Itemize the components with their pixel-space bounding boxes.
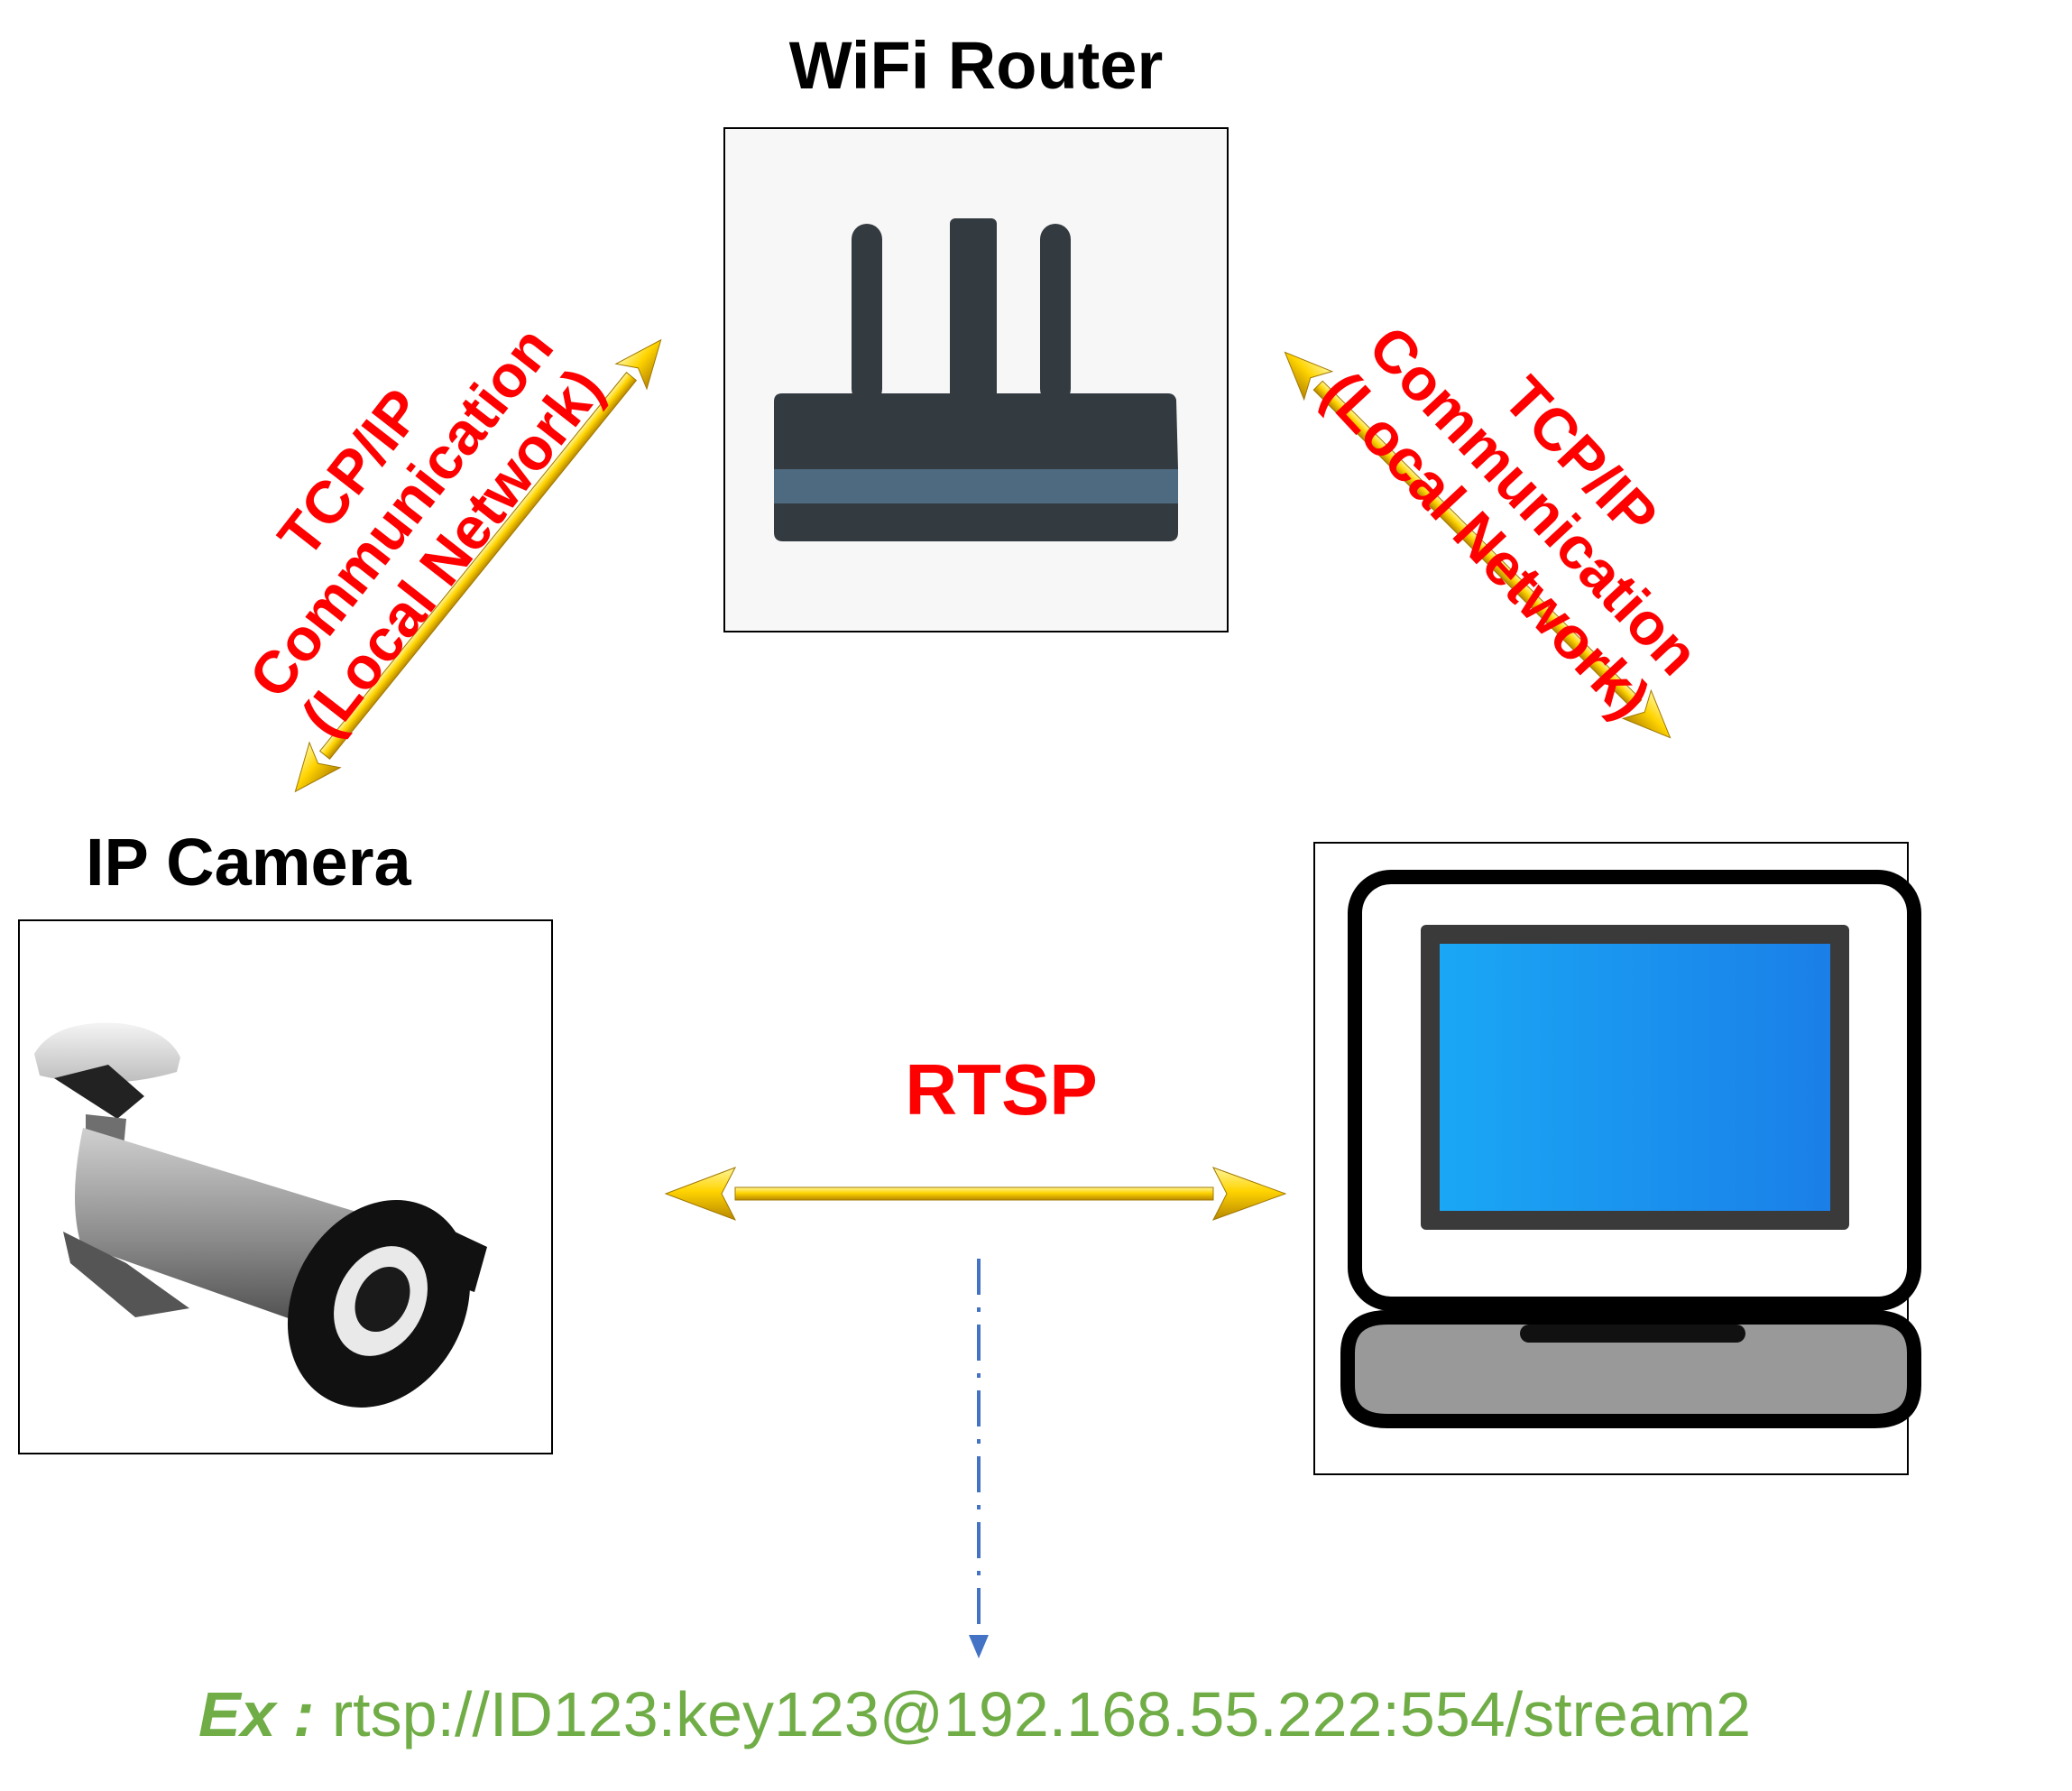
cctv-camera-icon — [34, 1022, 487, 1408]
desktop-computer-icon — [1340, 870, 1921, 1428]
example-url-line: Ex : rtsp://ID123:key123@192.168.55.222:… — [198, 1678, 1751, 1750]
camera-title: IP Camera — [86, 825, 411, 900]
example-prefix: Ex : — [198, 1679, 315, 1749]
right-bidirectional-arrow — [1284, 351, 1671, 739]
example-pointer-line — [969, 1259, 989, 1658]
left-bidirectional-arrow — [294, 338, 662, 793]
rtsp-label: RTSP — [905, 1049, 1098, 1130]
example-url: rtsp://ID123:key123@192.168.55.222:554/s… — [331, 1679, 1752, 1749]
router-title: WiFi Router — [788, 28, 1164, 103]
rtsp-bidirectional-arrow — [664, 1167, 1287, 1221]
router-icon — [774, 218, 1178, 541]
